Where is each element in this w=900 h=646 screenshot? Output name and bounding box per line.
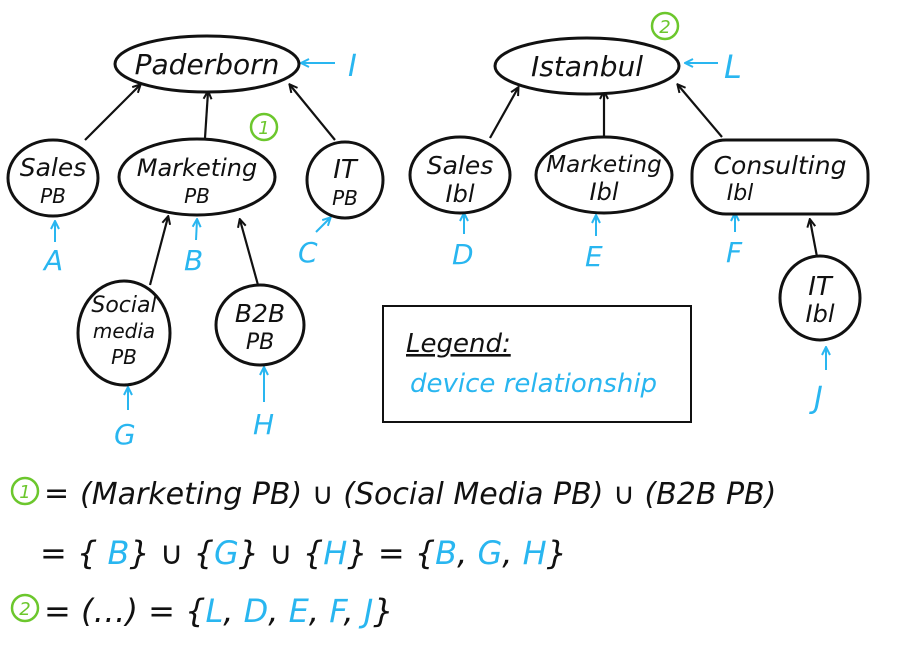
node-marketing-pb-line1: Marketing — [137, 154, 257, 182]
node-consulting-ibl-line2: Ibl — [727, 181, 754, 206]
node-marketing-ibl: Marketing Ibl — [534, 135, 674, 215]
device-label-A: A — [42, 244, 63, 277]
device-label-J: J — [809, 381, 823, 416]
formula-operator: , — [268, 592, 288, 630]
formula-device-token: B — [435, 534, 457, 572]
edge-social-media-to-marketing — [148, 217, 168, 286]
node-marketing-pb: Marketing PB — [117, 137, 277, 217]
node-social-media-line2: media — [93, 319, 155, 343]
formula-device-token: D — [244, 592, 269, 630]
formula-2-text: = { B} ∪ {G} ∪ {H} = {B, G, H} — [40, 534, 567, 572]
node-it-ibl: IT Ibl — [778, 254, 862, 342]
node-social-media-pb: Social media PB — [76, 279, 172, 387]
formula-line-1: 1 = (Marketing PB) ∪ (Social Media PB) ∪… — [10, 476, 776, 512]
node-b2b-pb-line2: PB — [246, 330, 274, 355]
formula-3-text: = (…) = {L, D, E, F, J} — [44, 592, 394, 630]
edge-marketing-pb-to-paderborn — [205, 92, 208, 139]
legend-entry: device relationship — [410, 369, 657, 399]
formula-1-eq: = — [44, 476, 69, 511]
node-social-media-line1: Social — [91, 293, 156, 318]
node-it-ibl-line1: IT — [808, 272, 834, 302]
badge-one-label: 1 — [258, 118, 269, 139]
node-sales-ibl-line2: Ibl — [446, 180, 475, 208]
node-sales-pb-line1: Sales — [20, 153, 87, 182]
node-sales-ibl: Sales Ibl — [408, 135, 512, 215]
formula-device-token: G — [477, 534, 502, 572]
formula-device-token: B — [108, 534, 130, 572]
formula-1-text: (Marketing PB) ∪ (Social Media PB) ∪ (B2… — [80, 477, 776, 512]
formula-device-token: E — [289, 592, 310, 630]
node-sales-pb: Sales PB — [6, 138, 100, 218]
device-label-H: H — [253, 408, 274, 441]
legend-title: Legend: — [406, 329, 511, 359]
node-sales-ibl-line1: Sales — [427, 151, 494, 180]
node-sales-pb-line2: PB — [40, 184, 66, 208]
device-labels: I L A B C D E F G H J — [42, 48, 823, 451]
formula-device-token: G — [214, 534, 239, 572]
device-label-E: E — [585, 240, 603, 273]
node-social-media-line3: PB — [111, 345, 137, 369]
formula-operator: , — [343, 592, 363, 630]
node-istanbul-label: Istanbul — [531, 50, 643, 83]
node-marketing-ibl-line2: Ibl — [590, 178, 619, 206]
badge-one: 1 — [249, 112, 279, 142]
device-label-F: F — [726, 236, 743, 269]
device-label-L: L — [724, 48, 742, 86]
device-arrow-C — [315, 218, 330, 233]
node-it-ibl-line2: Ibl — [806, 300, 835, 328]
formula-operator: } ∪ { — [129, 534, 213, 572]
edge-b2b-to-marketing — [240, 220, 260, 286]
formula-operator: , — [223, 592, 243, 630]
edge-it-pb-to-paderborn — [290, 85, 336, 141]
node-it-pb-line2: PB — [332, 186, 358, 210]
formula-device-token: H — [323, 534, 347, 572]
node-paderborn-label: Paderborn — [135, 48, 280, 81]
device-label-G: G — [114, 418, 136, 451]
node-b2b-pb: B2B PB — [214, 283, 306, 367]
formula-device-token: F — [329, 592, 348, 630]
formula-device-token: H — [523, 534, 547, 572]
legend: Legend: device relationship — [382, 305, 692, 423]
badge-two: 2 — [650, 11, 680, 41]
formula-operator: , — [457, 534, 477, 572]
device-arrows — [55, 63, 826, 410]
edge-sales-pb-to-paderborn — [84, 85, 140, 141]
formula-operator: = (…) = { — [44, 592, 205, 630]
node-istanbul: Istanbul — [493, 36, 681, 96]
device-label-I: I — [348, 49, 357, 84]
node-it-pb: IT PB — [305, 140, 385, 220]
device-label-B: B — [184, 244, 203, 277]
badge-two-label: 2 — [659, 17, 670, 38]
formula-line-2: = { B} ∪ {G} ∪ {H} = {B, G, H} — [40, 534, 567, 572]
node-b2b-pb-line1: B2B — [235, 299, 285, 328]
edge-consulting-to-istanbul — [678, 85, 723, 138]
legend-box — [382, 305, 692, 423]
node-marketing-ibl-line1: Marketing — [546, 152, 661, 178]
node-it-pb-line1: IT — [333, 155, 359, 185]
node-marketing-pb-line2: PB — [184, 184, 210, 208]
formula-line-3: 2 = (…) = {L, D, E, F, J} — [10, 592, 394, 630]
formula-operator: } ∪ { — [239, 534, 323, 572]
formula-2-prefix: = { — [40, 534, 97, 572]
hierarchy-edges — [84, 85, 820, 286]
formula-operator: } — [547, 534, 567, 572]
node-consulting-ibl-line1: Consulting — [714, 151, 847, 180]
edge-sales-ibl-to-istanbul — [489, 88, 518, 139]
device-label-C: C — [298, 236, 318, 269]
formula-operator: , — [502, 534, 522, 572]
node-consulting-ibl: Consulting Ibl — [690, 138, 870, 216]
device-label-D: D — [452, 238, 474, 271]
formula-operator: } = { — [347, 534, 435, 572]
formula-3-badge: 2 — [19, 599, 30, 620]
formula-operator: , — [309, 592, 329, 630]
formula-device-token: L — [205, 592, 223, 630]
formula-1-badge: 1 — [19, 482, 30, 503]
formula-operator: } — [373, 592, 393, 630]
device-arrow-B — [196, 220, 197, 241]
node-paderborn: Paderborn — [113, 34, 301, 94]
